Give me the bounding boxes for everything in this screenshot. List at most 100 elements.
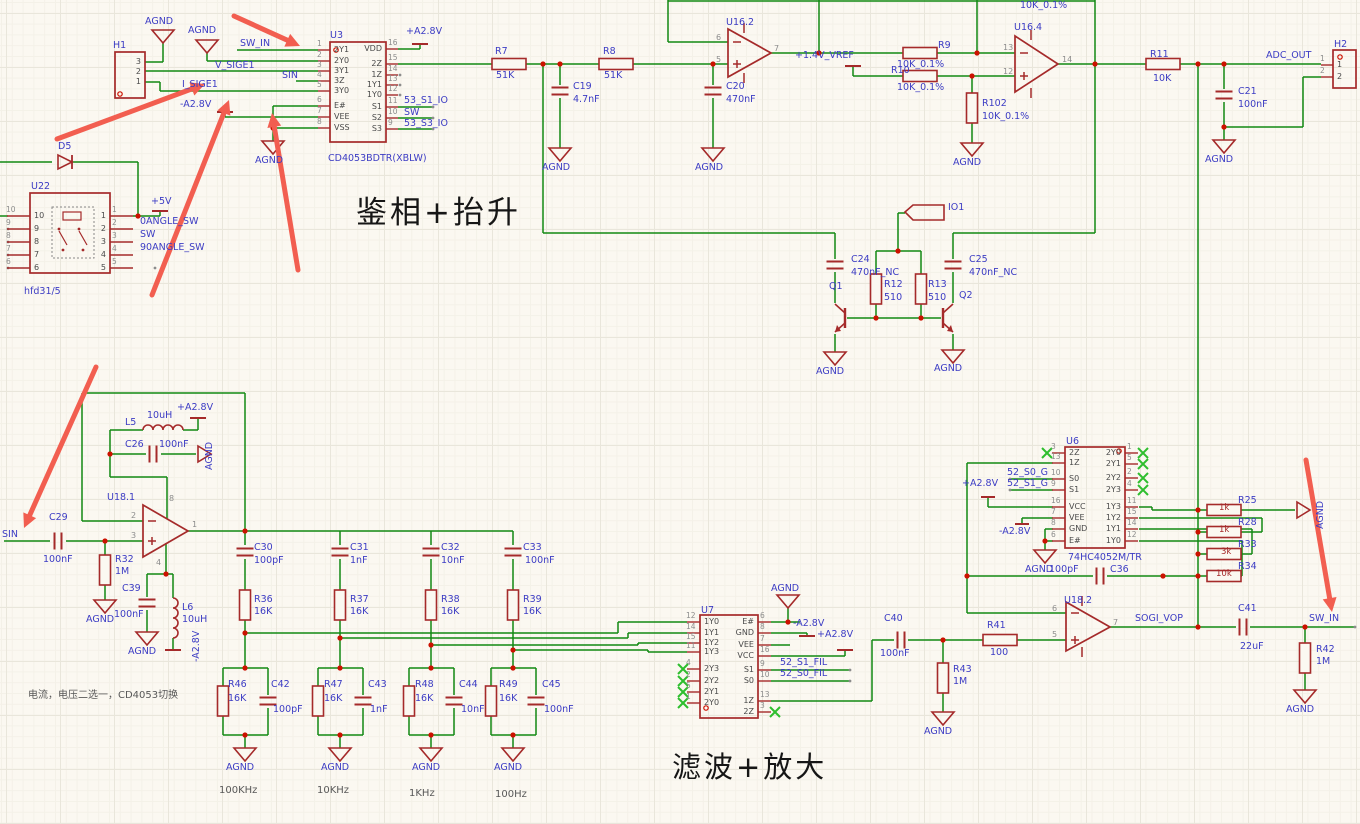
label-c24[interactable]: C24 xyxy=(851,254,870,265)
label-c21[interactable]: C21 xyxy=(1238,86,1257,97)
label-agnd[interactable]: AGND xyxy=(771,583,800,594)
label-6[interactable]: 6 xyxy=(1052,604,1058,613)
label-r43[interactable]: R43 xyxy=(953,664,972,675)
inductor-L5[interactable] xyxy=(142,424,184,431)
no-connect-x[interactable] xyxy=(1137,458,1149,470)
opamp-U18.2[interactable] xyxy=(1065,600,1112,653)
no-connect-x[interactable] xyxy=(677,675,689,687)
label-100pf[interactable]: 100pF xyxy=(1049,564,1079,575)
label-16k[interactable]: 16K xyxy=(324,693,343,704)
label-agnd[interactable]: AGND xyxy=(953,157,982,168)
label-r42[interactable]: R42 xyxy=(1316,644,1335,655)
resistor-R102[interactable] xyxy=(965,92,979,124)
ic-U22-relay-switch[interactable] xyxy=(78,230,88,246)
ref-U18.1[interactable]: U18.1 xyxy=(107,492,136,503)
label--a2-8v[interactable]: +A2.8V xyxy=(406,26,443,37)
no-connect-x[interactable] xyxy=(677,697,689,709)
label-100nf[interactable]: 100nF xyxy=(544,704,574,715)
no-connect-x[interactable] xyxy=(1137,472,1149,484)
resistor-R7[interactable] xyxy=(491,57,527,71)
label-io1[interactable]: IO1 xyxy=(948,202,965,213)
label-10nf[interactable]: 10nF xyxy=(441,555,465,566)
label-52-s0-g[interactable]: 52_S0_G xyxy=(1007,467,1049,478)
resistor-R13[interactable] xyxy=(914,273,928,305)
resistor-R34[interactable] xyxy=(1206,569,1242,583)
label-52-s1-fil[interactable]: 52_S1_FIL xyxy=(780,657,828,668)
label-1nf[interactable]: 1nF xyxy=(370,704,388,715)
no-connect-x[interactable] xyxy=(1137,484,1149,496)
label--1-4v-vref[interactable]: +1.4V_VREF xyxy=(795,50,854,61)
label-r38[interactable]: R38 xyxy=(441,594,460,605)
label-470nf[interactable]: 470nF xyxy=(726,94,756,105)
label-1[interactable]: 1 xyxy=(192,520,198,529)
label-agnd[interactable]: AGND xyxy=(255,155,284,166)
resistor-R48[interactable] xyxy=(402,685,416,717)
label-1m[interactable]: 1M xyxy=(953,676,968,687)
label-r36[interactable]: R36 xyxy=(254,594,273,605)
label-100[interactable]: 100 xyxy=(990,647,1009,658)
label-c25[interactable]: C25 xyxy=(969,254,988,265)
label-r39[interactable]: R39 xyxy=(523,594,542,605)
label--a2-8v[interactable]: -A2.8V xyxy=(999,526,1031,537)
label-r11[interactable]: R11 xyxy=(1150,49,1169,60)
resistor-R42[interactable] xyxy=(1298,642,1312,674)
label-q2[interactable]: Q2 xyxy=(959,290,973,301)
label-agnd[interactable]: AGND xyxy=(204,441,215,470)
agnd-icon[interactable] xyxy=(1292,689,1318,705)
label-3[interactable]: 3 xyxy=(131,531,137,540)
resistor-R33[interactable] xyxy=(1206,547,1242,561)
opamp-U18.1[interactable] xyxy=(142,503,190,559)
label-r41[interactable]: R41 xyxy=(987,620,1006,631)
agnd-icon[interactable] xyxy=(1296,500,1312,520)
agnd-icon[interactable] xyxy=(547,147,573,163)
ref-U16.2[interactable]: U16.2 xyxy=(726,17,755,28)
label-r49[interactable]: R49 xyxy=(499,679,518,690)
label-100khz[interactable]: 100KHz xyxy=(219,785,258,796)
annotation-arrow[interactable] xyxy=(1303,457,1333,601)
label-2[interactable]: 2 xyxy=(131,511,137,520)
label-agnd[interactable]: AGND xyxy=(321,762,350,773)
ic-U3[interactable] xyxy=(329,41,387,143)
label-sw-in[interactable]: SW_IN xyxy=(1309,613,1340,624)
label-sin[interactable]: SIN xyxy=(2,529,18,540)
label-agnd[interactable]: AGND xyxy=(542,162,571,173)
label-7[interactable]: 7 xyxy=(1113,618,1119,627)
opamp-U16.2[interactable] xyxy=(727,27,773,79)
part-U3[interactable]: CD4053BDTR(XBLW) xyxy=(328,153,427,164)
annotation-phase-detect[interactable]: 鉴相+抬升 xyxy=(356,195,521,231)
label-100nf[interactable]: 100nF xyxy=(880,648,910,659)
label--a2-8v[interactable]: +A2.8V xyxy=(817,629,854,640)
resistor-R8[interactable] xyxy=(598,57,634,71)
label-sw-in[interactable]: SW_IN xyxy=(240,38,271,49)
label-10nf[interactable]: 10nF xyxy=(461,704,485,715)
label-sin[interactable]: SIN xyxy=(282,70,298,81)
annotation-arrow[interactable] xyxy=(27,364,99,518)
label-5[interactable]: 5 xyxy=(716,55,722,64)
agnd-icon[interactable] xyxy=(92,599,118,615)
resistor-R11[interactable] xyxy=(1145,57,1181,71)
resistor-R43[interactable] xyxy=(936,662,950,694)
label-c32[interactable]: C32 xyxy=(441,542,460,553)
label-r9[interactable]: R9 xyxy=(938,40,951,51)
annotation-arrow-head[interactable] xyxy=(267,113,282,128)
label-agnd[interactable]: AGND xyxy=(412,762,441,773)
label-agnd[interactable]: AGND xyxy=(494,762,523,773)
ic-H1[interactable] xyxy=(114,51,146,99)
label--a2-8v[interactable]: -A2.8V xyxy=(793,618,825,629)
agnd-icon[interactable] xyxy=(327,747,353,763)
label-13[interactable]: 13 xyxy=(1003,43,1014,52)
label-1khz[interactable]: 1KHz xyxy=(409,788,435,799)
label-10k-0-1-[interactable]: 10K_0.1% xyxy=(897,59,945,70)
agnd-icon[interactable] xyxy=(134,631,160,647)
label--a2-8v[interactable]: +A2.8V xyxy=(962,478,999,489)
label-10k-0-1-[interactable]: 10K_0.1% xyxy=(897,82,945,93)
agnd-icon[interactable] xyxy=(197,444,213,464)
ref-H1[interactable]: H1 xyxy=(113,40,127,51)
label-1k[interactable]: 1k xyxy=(1219,503,1230,513)
label-agnd[interactable]: AGND xyxy=(188,25,217,36)
resistor-R46[interactable] xyxy=(216,685,230,717)
ic-U6[interactable] xyxy=(1064,446,1126,549)
inductor-L6[interactable] xyxy=(172,597,179,639)
label-100nf[interactable]: 100nF xyxy=(43,554,73,565)
annotation-arrow-head[interactable] xyxy=(1322,597,1337,612)
